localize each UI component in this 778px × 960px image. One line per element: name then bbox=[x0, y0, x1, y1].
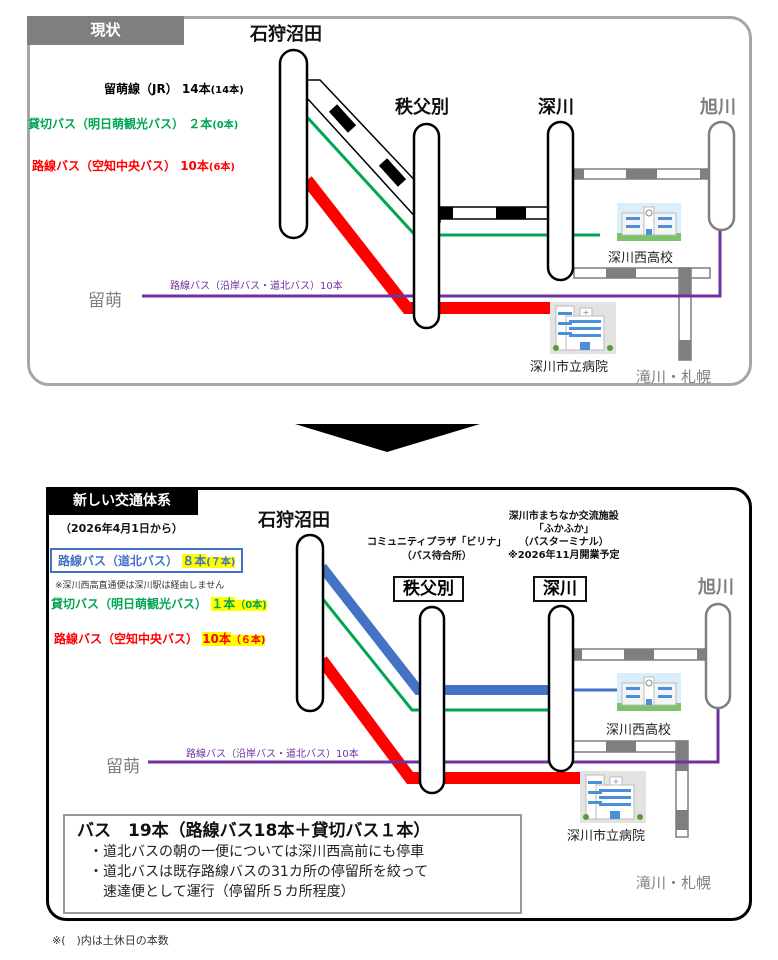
current-route-sorachi: 路線バス（空知中央バス） 10本(6本) bbox=[32, 159, 236, 173]
new-station-takikawa-sapporo-label: 滝川・札幌 bbox=[636, 874, 712, 892]
station-chichibubetsu-label: 秩父別 bbox=[395, 97, 449, 118]
station-asahikawa-marker[interactable] bbox=[707, 120, 736, 232]
station-fukagawa-label: 深川 bbox=[538, 97, 574, 118]
station-takikawa-sapporo-label: 滝川・札幌 bbox=[636, 368, 712, 386]
new-station-chichibubetsu-label: 秩父別 bbox=[393, 576, 464, 602]
station-chichibubetsu-marker[interactable] bbox=[412, 122, 441, 330]
station-fukagawa-marker[interactable] bbox=[546, 120, 575, 282]
new-sorachi-bus-line bbox=[317, 656, 580, 784]
new-charter-bus-line bbox=[320, 597, 550, 712]
new-station-ishikari-numata-label: 石狩沼田 bbox=[258, 510, 330, 531]
hospital-icon: + bbox=[550, 302, 616, 354]
new-station-chichibubetsu-marker[interactable] bbox=[418, 605, 446, 795]
hospital-icon: + bbox=[580, 771, 646, 823]
current-school-label: 深川西高校 bbox=[608, 251, 674, 266]
new-system-panel bbox=[46, 487, 752, 921]
new-station-ishikari-numata-marker[interactable] bbox=[295, 533, 325, 713]
current-coastal-route-label: 路線バス（沿岸バス・道北バス）10本 bbox=[170, 281, 343, 292]
summary-bullet: ・道北バスの朝の一便については深川西高前にも停車 bbox=[89, 844, 425, 860]
svg-text:+: + bbox=[583, 308, 590, 317]
station-ishikari-numata-label: 石狩沼田 bbox=[250, 24, 322, 45]
new-coastal-route-label: 路線バス（沿岸バス・道北バス）10本 bbox=[186, 749, 359, 760]
current-hospital-label: 深川市立病院 bbox=[530, 360, 609, 375]
new-route-dohoku: 路線バス（道北バス） ８本(７本) bbox=[50, 548, 244, 573]
school-icon bbox=[617, 673, 681, 711]
station-rumoi-label: 留萌 bbox=[88, 291, 122, 311]
current-coastal-bus-line bbox=[142, 228, 722, 298]
svg-text:+: + bbox=[613, 777, 620, 786]
new-station-fukagawa-label: 深川 bbox=[533, 576, 587, 602]
new-hospital-label: 深川市立病院 bbox=[567, 829, 646, 844]
new-route-charter: 貸切バス（明日萌観光バス） １本（0本) bbox=[51, 597, 267, 611]
chichibubetsu-note: コミュニティプラザ「ビリナ」 （バス待合所） bbox=[367, 537, 507, 562]
summary-bullet: 速達便として運行（停留所５カ所程度） bbox=[89, 884, 355, 900]
new-route-sorachi: 路線バス（空知中央バス） 10本（６本) bbox=[54, 632, 266, 646]
summary-headline: バス 19本（路線バス18本＋貸切バス１本） bbox=[77, 821, 431, 841]
new-system-panel-tag: 新しい交通体系 bbox=[46, 487, 198, 515]
summary-box: バス 19本（路線バス18本＋貸切バス１本） ・道北バスの朝の一便については深川… bbox=[63, 814, 522, 914]
station-asahikawa-label: 旭川 bbox=[700, 97, 736, 118]
effective-date: （2026年4月1日から） bbox=[60, 522, 183, 535]
current-panel bbox=[27, 16, 752, 386]
school-icon bbox=[617, 203, 681, 241]
station-ishikari-numata-marker[interactable] bbox=[278, 48, 309, 240]
current-route-jr: 留萌線（JR） 14本(14本) bbox=[104, 82, 244, 96]
fukagawa-note: 深川市まちなか交流施設 「ふかふか」 （バスターミナル） ※2026年11月開業… bbox=[508, 511, 620, 561]
summary-bullet: ・道北バスは既存路線バスの31カ所の停留所を絞って bbox=[89, 864, 429, 880]
new-coastal-bus-line bbox=[148, 708, 720, 764]
current-route-charter: 貸切バス（明日萌観光バス） ２本(0本) bbox=[28, 117, 239, 131]
new-dohoku-bus-line bbox=[318, 563, 550, 695]
new-station-asahikawa-label: 旭川 bbox=[698, 577, 734, 598]
footnote: ※( )内は土休日の本数 bbox=[52, 934, 169, 947]
new-school-label: 深川西高校 bbox=[606, 723, 672, 738]
down-arrow-icon bbox=[295, 424, 480, 452]
new-station-rumoi-label: 留萌 bbox=[106, 757, 140, 777]
dohoku-note: ※深川西高直通便は深川駅は経由しません bbox=[55, 581, 225, 591]
current-sorachi-bus-line bbox=[302, 176, 550, 314]
current-panel-tag: 現状 bbox=[27, 16, 184, 45]
new-station-fukagawa-marker[interactable] bbox=[547, 604, 575, 773]
new-station-asahikawa-marker[interactable] bbox=[704, 602, 732, 710]
